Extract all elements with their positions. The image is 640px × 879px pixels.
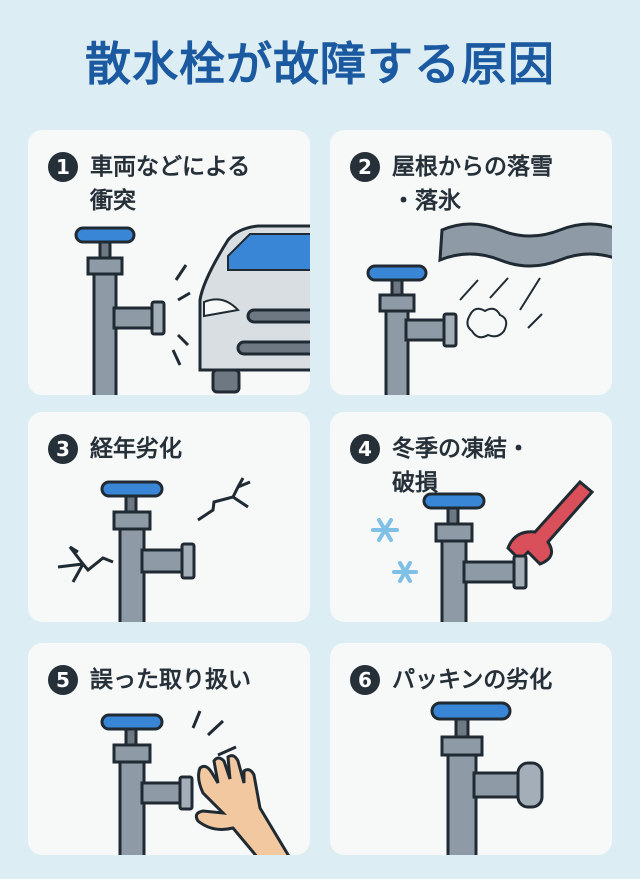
number-badge: 4 bbox=[350, 434, 380, 464]
packing-icon bbox=[430, 701, 544, 855]
number-badge: 6 bbox=[350, 665, 380, 695]
number-badge: 1 bbox=[48, 152, 78, 182]
cause-label: パッキンの劣化 bbox=[392, 667, 553, 693]
hand-icon bbox=[100, 710, 290, 855]
freeze-wrench-icon bbox=[371, 479, 595, 622]
cause-card-6: 6 パッキンの劣化 bbox=[330, 643, 612, 855]
number-badge: 2 bbox=[350, 152, 380, 182]
cause-label: 冬季の凍結・破損 bbox=[392, 436, 530, 496]
falling-snow-icon bbox=[366, 222, 612, 395]
cause-card-5: 5 誤った取り扱い bbox=[28, 643, 310, 855]
cause-label: 経年劣化 bbox=[90, 436, 182, 462]
car-collision-icon bbox=[74, 224, 310, 395]
crack-icon bbox=[57, 477, 251, 622]
number-badge: 3 bbox=[48, 434, 78, 464]
cause-label: 屋根からの落雪・落氷 bbox=[392, 154, 553, 214]
cause-card-1: 1 車両などによる衝突 bbox=[28, 130, 310, 395]
cause-label: 誤った取り扱い bbox=[90, 667, 251, 693]
page-title: 散水栓が故障する原因 bbox=[85, 37, 555, 91]
cause-label: 車両などによる衝突 bbox=[90, 154, 251, 214]
cause-card-4: 4 冬季の凍結・破損 bbox=[330, 412, 612, 622]
number-badge: 5 bbox=[48, 665, 78, 695]
cause-card-3: 3 経年劣化 bbox=[28, 412, 310, 622]
cause-card-2: 2 屋根からの落雪・落氷 bbox=[330, 130, 612, 395]
